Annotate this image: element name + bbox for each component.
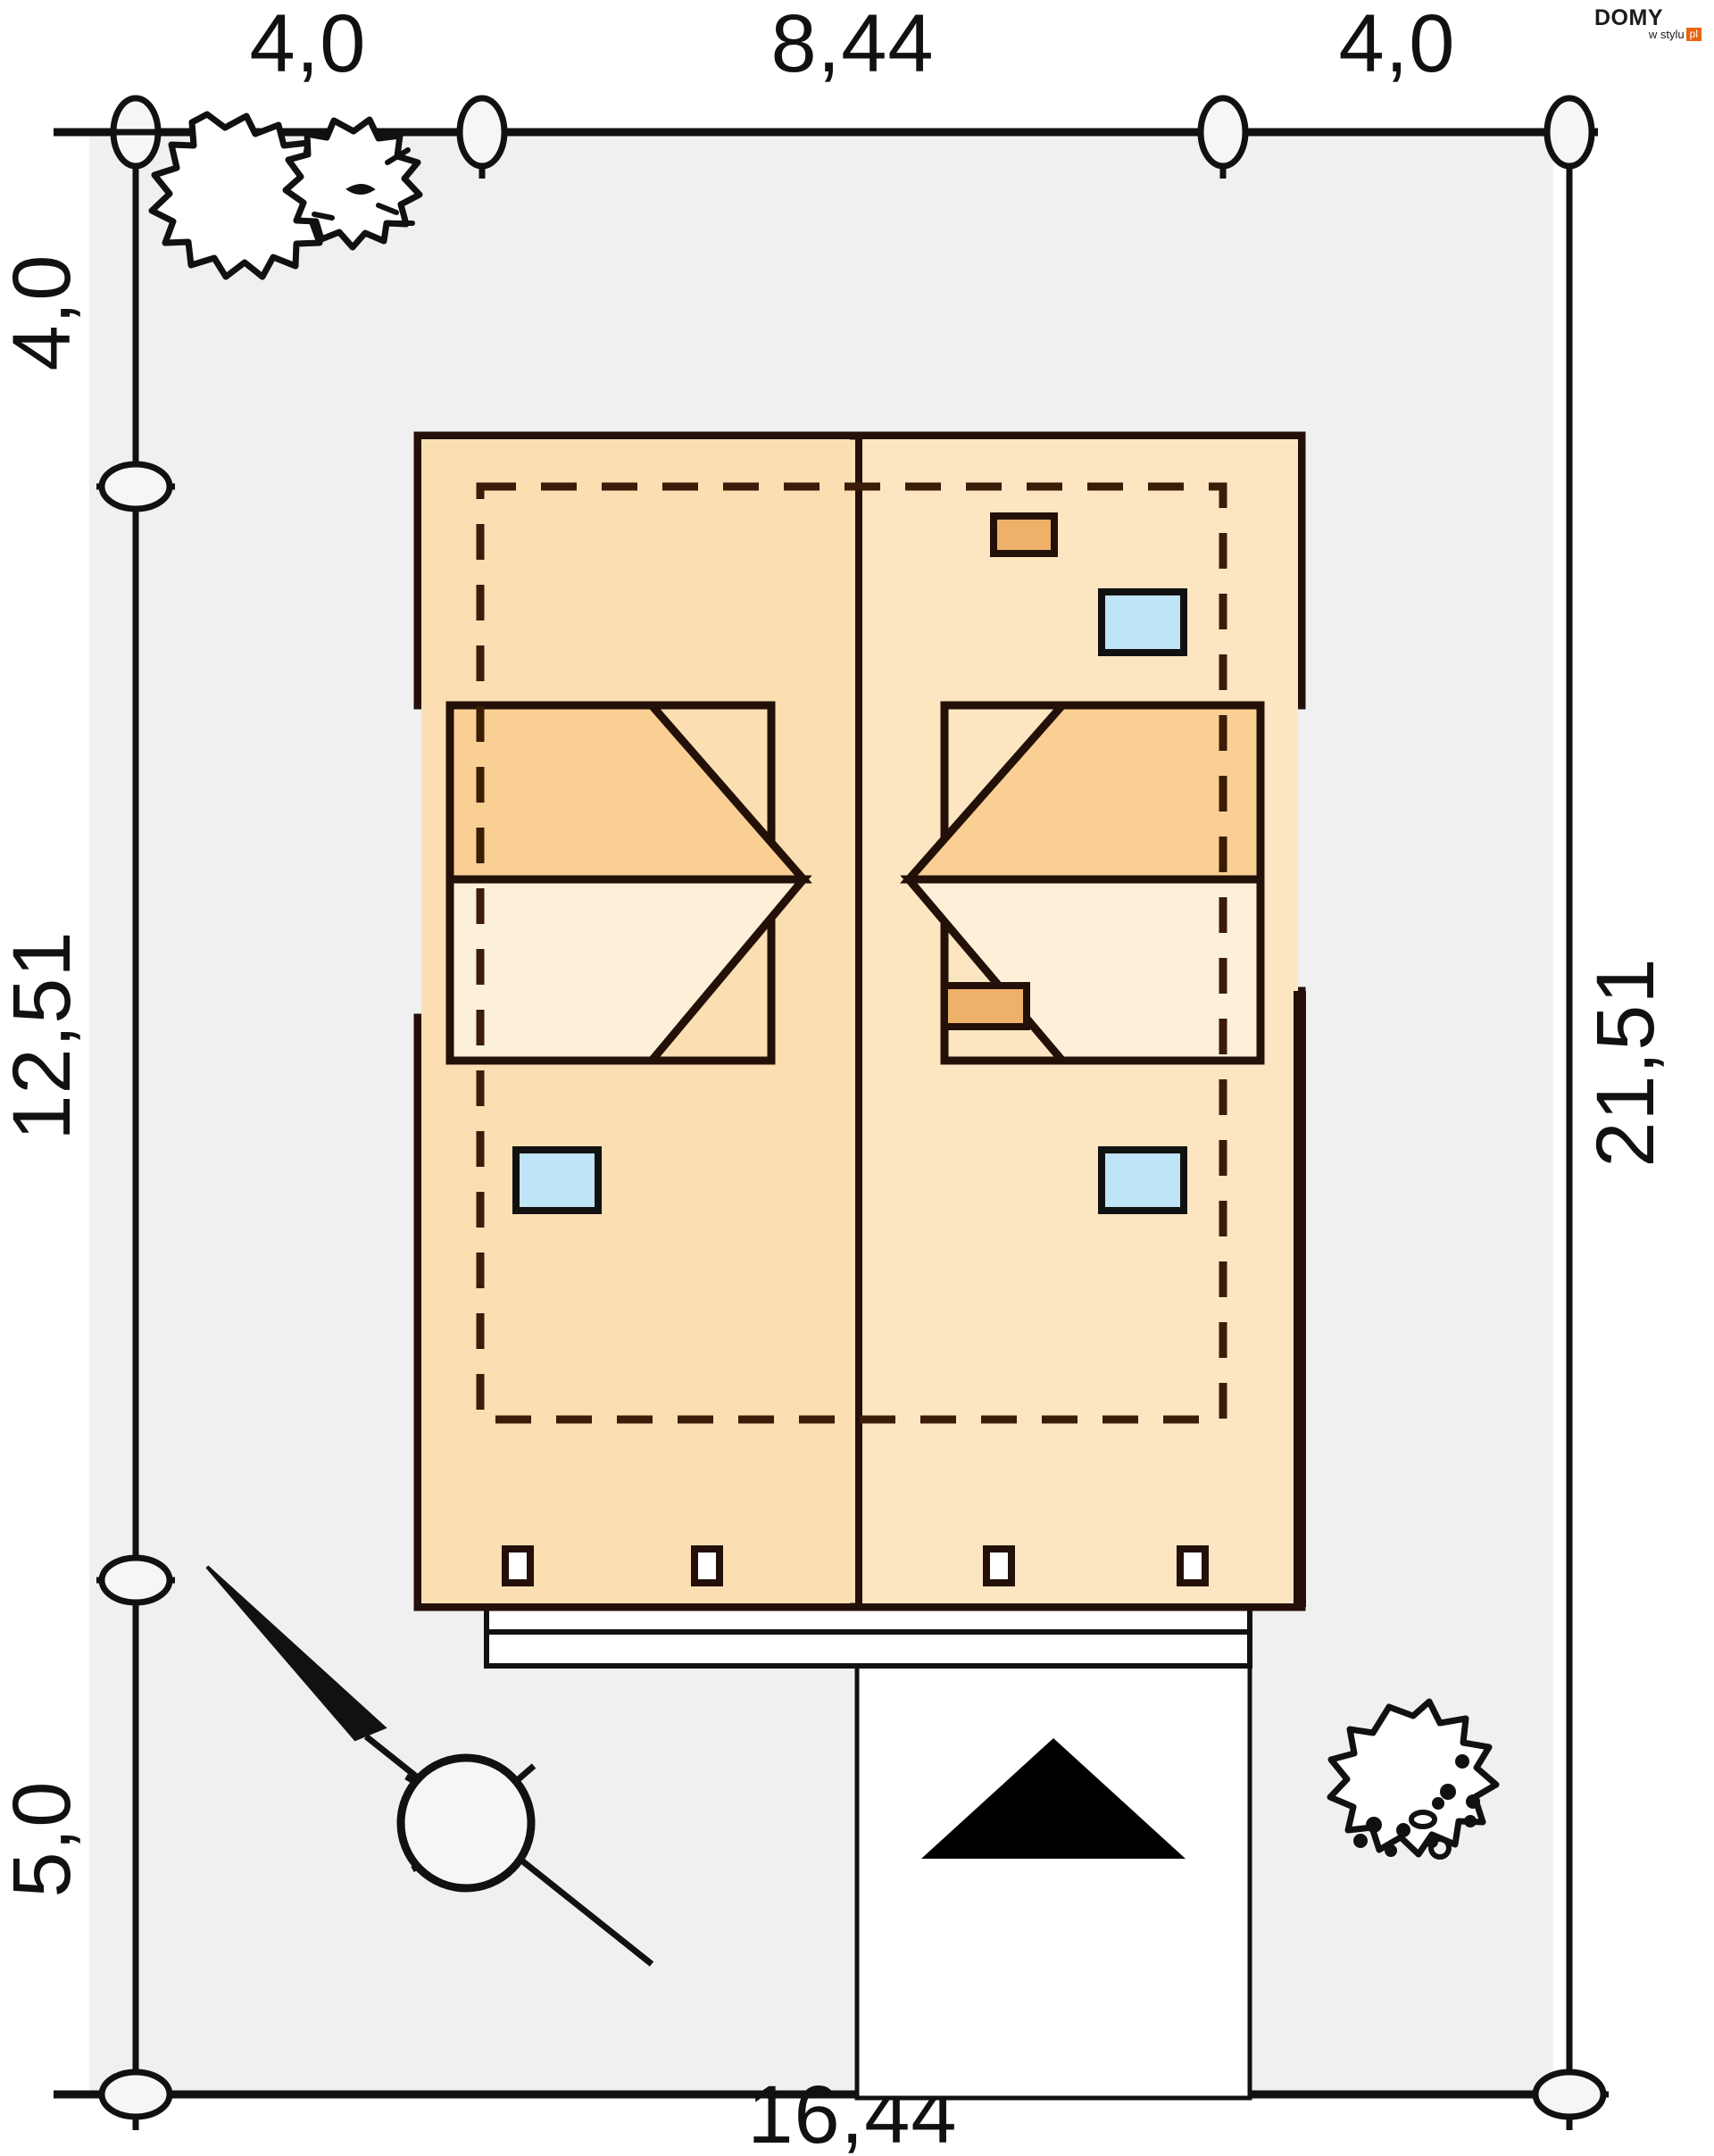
north-arrow-icon (205, 1565, 654, 1967)
driveway-area (854, 1649, 1252, 2101)
dimension-markers-left (96, 129, 175, 2120)
post-4-icon (1177, 1545, 1209, 1586)
dim-label-left-top: 4,0 (0, 254, 87, 371)
dim-marker-circle (98, 2069, 173, 2120)
dim-marker-circle (98, 1554, 173, 1606)
dimension-markers-top (110, 95, 1595, 170)
dim-marker-circle (1543, 95, 1595, 170)
post-2-icon (691, 1545, 723, 1586)
dim-label-left-bottom: 5,0 (0, 1781, 87, 1898)
dim-marker-circle (1197, 95, 1249, 170)
dim-marker-circle (456, 95, 508, 170)
post-3-icon (983, 1545, 1015, 1586)
chimney-upper-icon (990, 512, 1058, 557)
skylight-upper-right-icon (1098, 588, 1187, 656)
building-footprint-dashed (476, 482, 1227, 1424)
chimney-lower-icon (941, 982, 1030, 1030)
dim-label-top-center: 8,44 (770, 0, 934, 89)
dim-label-top-right: 4,0 (1339, 0, 1456, 89)
dimension-markers-right (1530, 2069, 1609, 2120)
dim-label-left-middle: 12,51 (0, 930, 87, 1140)
tree-top-left-large-icon (148, 111, 336, 280)
tree-bottom-right-icon (1327, 1698, 1500, 1858)
dim-marker-circle (98, 461, 173, 512)
dim-label-top-left: 4,0 (250, 0, 367, 89)
skylight-lower-left-icon (512, 1146, 602, 1214)
dim-label-right: 21,51 (1580, 957, 1671, 1167)
entrance-arrow-icon (921, 1738, 1186, 1859)
post-1-icon (502, 1545, 534, 1586)
skylight-lower-right-icon (1098, 1146, 1187, 1214)
terrace-step-lower (484, 1629, 1252, 1669)
tree-bottom-right-texture (1353, 1754, 1480, 1860)
tree-top-left-small-texture (312, 147, 415, 226)
dim-marker-circle (1532, 2069, 1607, 2120)
